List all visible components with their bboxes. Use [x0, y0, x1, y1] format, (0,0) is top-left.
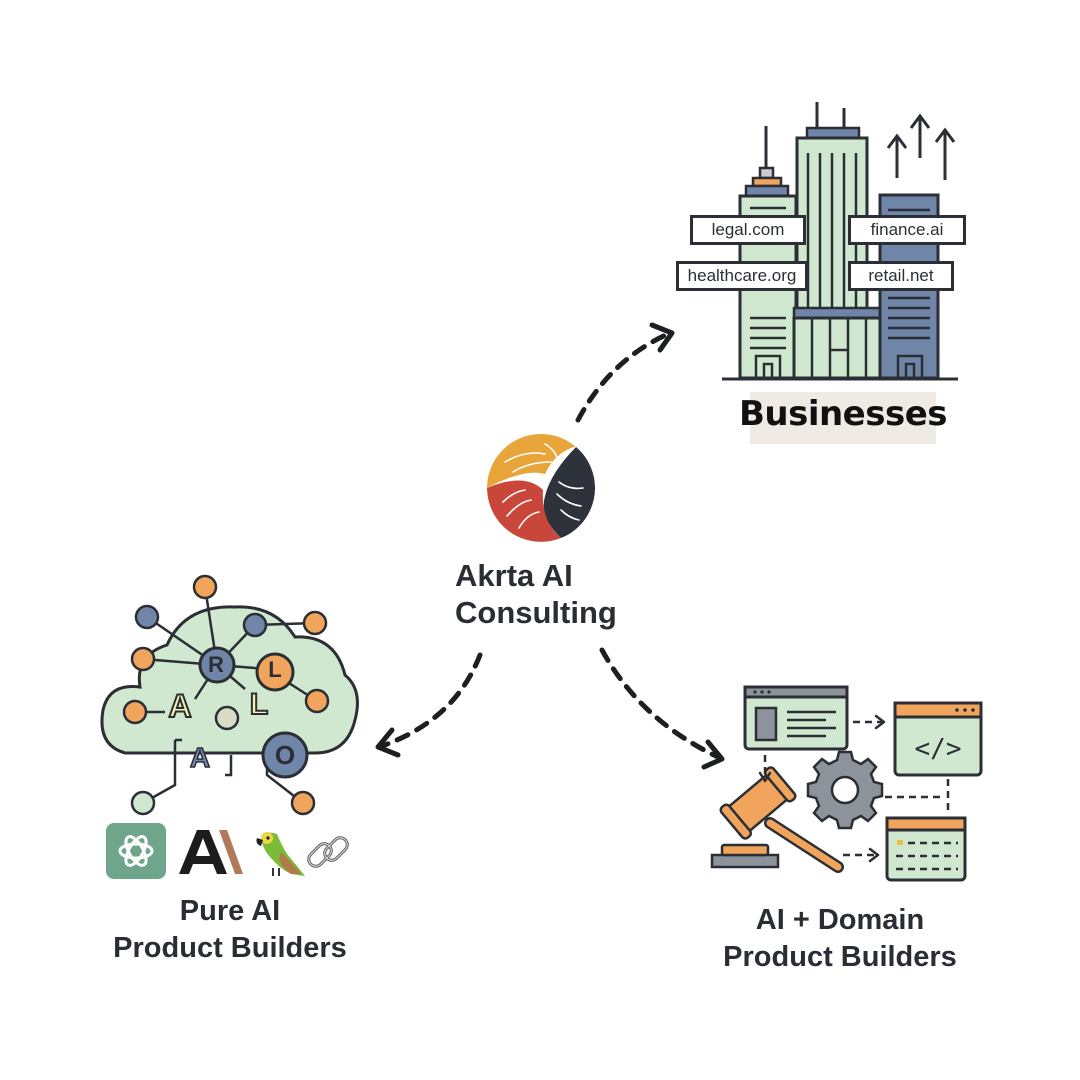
sign-legal: legal.com [690, 215, 806, 245]
center-title: Akrta AI Consulting [455, 557, 625, 631]
anthropic-logo [179, 830, 243, 874]
domain-ai-title-line1: AI + Domain [755, 904, 925, 936]
code-glyph: </> [915, 734, 962, 764]
businesses-title-bg: Businesses [739, 392, 948, 444]
cloud-letter-o: O [274, 740, 296, 770]
cloud-letter-r: R [208, 652, 224, 677]
gear-icon [806, 750, 884, 830]
cloud-letter-a2: A [189, 741, 211, 774]
sign-finance: finance.ai [848, 215, 966, 245]
businesses-title: Businesses [738, 394, 948, 434]
center-title-line1: Akrta AI [455, 558, 573, 593]
akrta-swirl-logo [487, 434, 595, 542]
sign-healthcare: healthcare.org [676, 261, 808, 291]
cloud-letter-l2: L [249, 687, 269, 722]
domain-workflow-icon: </> [710, 685, 983, 882]
pure-ai-title: Pure AI Product Builders [80, 893, 380, 967]
domain-ai-title-line2: Product Builders [723, 941, 957, 973]
openai-logo [106, 823, 166, 879]
center-title-line2: Consulting [455, 595, 617, 630]
sign-retail: retail.net [848, 261, 954, 291]
chain-link-logo [307, 836, 349, 868]
ai-network-cloud-icon [100, 574, 359, 816]
pure-ai-title-line2: Product Builders [113, 932, 347, 964]
pure-ai-title-line1: Pure AI [179, 895, 281, 927]
domain-ai-title: AI + Domain Product Builders [690, 902, 990, 976]
parrot-logo [256, 832, 305, 876]
tool-logos [105, 822, 355, 880]
cloud-letter-l1: L [268, 657, 282, 682]
cloud-letter-a1: A [167, 687, 192, 725]
